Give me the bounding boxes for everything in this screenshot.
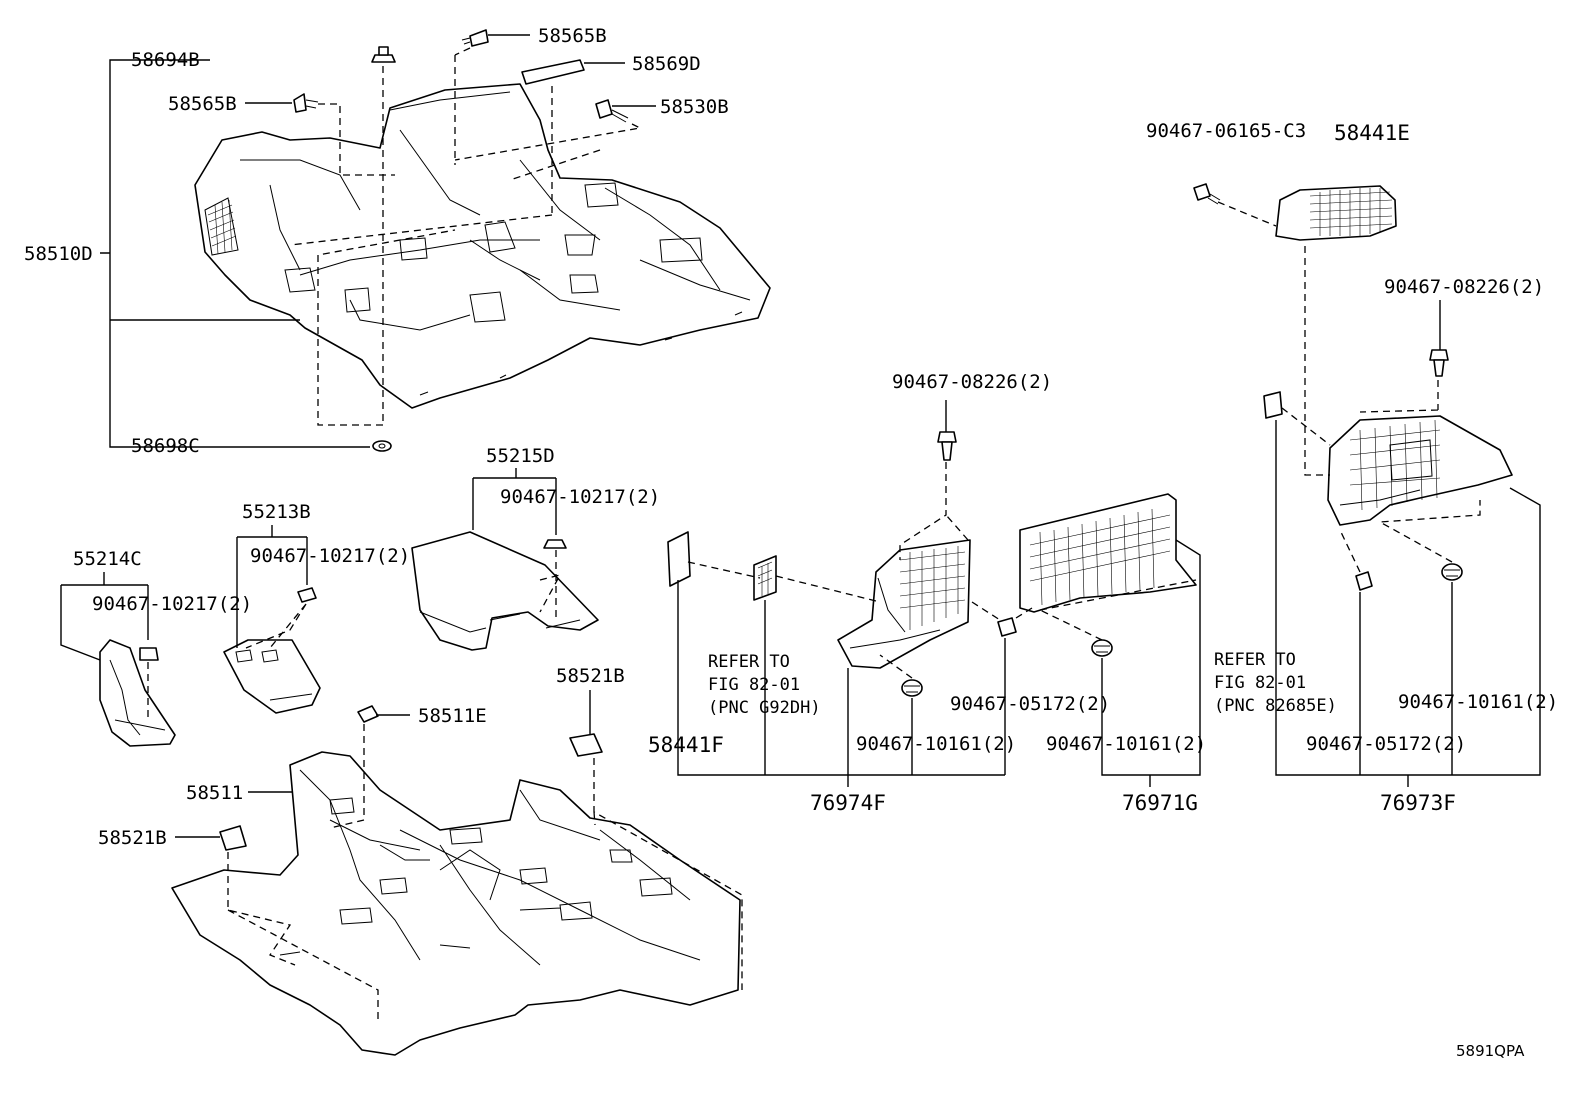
dashed-55215d xyxy=(539,550,562,620)
label-76971g: 76971G xyxy=(1122,791,1198,815)
dashed-55213b xyxy=(245,603,307,649)
label-55214c: 55214C xyxy=(73,548,142,570)
floor-carpet-58511[interactable] xyxy=(171,705,741,1056)
dashed-58511 xyxy=(227,724,743,1020)
trim-panel-76971g[interactable] xyxy=(1019,493,1197,613)
trim-panel-76974f[interactable] xyxy=(837,539,971,669)
screw-58530b[interactable] xyxy=(595,99,629,123)
dashed-leaders-top xyxy=(289,47,643,426)
label-90467-10217-b: 90467-10217(2) xyxy=(250,545,410,567)
clip-90467-05172-a[interactable] xyxy=(997,617,1017,637)
strip-58569d[interactable] xyxy=(521,59,585,85)
label-76973f: 76973F xyxy=(1380,791,1456,815)
label-58565b-left: 58565B xyxy=(168,93,237,115)
pad-refer-82685e[interactable] xyxy=(1263,391,1283,419)
bracket-55215d xyxy=(472,468,557,535)
screw-90467-06165-c3[interactable] xyxy=(1193,183,1221,205)
label-90467-06165-c3: 90467-06165-C3 xyxy=(1146,120,1306,142)
refer-note-g92dh: REFER TO FIG 82-01 (PNC G92DH) xyxy=(708,652,821,718)
label-58569d: 58569D xyxy=(632,53,701,75)
dashed-76971g xyxy=(1015,579,1197,641)
mat-55214c[interactable] xyxy=(99,639,176,747)
label-58441e: 58441E xyxy=(1334,121,1410,145)
clip-58698c[interactable] xyxy=(372,440,392,452)
dashed-76974f xyxy=(687,462,1001,679)
diagram-code: 5891QPA xyxy=(1456,1042,1525,1060)
label-90467-05172-b: 90467-05172(2) xyxy=(1306,733,1466,755)
clip-58694b[interactable] xyxy=(371,46,396,63)
label-90467-10161-c: 90467-10161(2) xyxy=(1398,691,1558,713)
label-90467-08226-right: 90467-08226(2) xyxy=(1384,276,1544,298)
label-55215d: 55215D xyxy=(486,445,555,467)
label-58521b-top: 58521B xyxy=(556,665,625,687)
clip-90467-08226-mid[interactable] xyxy=(937,431,957,461)
label-58530b: 58530B xyxy=(660,96,729,118)
speaker-box-58441e[interactable] xyxy=(1275,185,1397,241)
refer-note-82685e: REFER TO FIG 82-01 (PNC 82685E) xyxy=(1214,650,1337,716)
mat-55215d[interactable] xyxy=(411,531,599,651)
label-90467-10161-a: 90467-10161(2) xyxy=(856,733,1016,755)
screw-58565b-left[interactable] xyxy=(293,93,319,113)
svg-text:REFER TO: REFER TO xyxy=(1214,650,1296,670)
svg-text:REFER TO: REFER TO xyxy=(708,652,790,672)
label-90467-10161-b: 90467-10161(2) xyxy=(1046,733,1206,755)
dashed-76973f xyxy=(1217,201,1481,573)
bracket-76971g xyxy=(1101,539,1201,787)
clip-90467-08226-right[interactable] xyxy=(1429,349,1449,377)
clip-90467-05172-b[interactable] xyxy=(1355,571,1373,591)
mat-55213b[interactable] xyxy=(223,587,321,714)
label-55213b: 55213B xyxy=(242,501,311,523)
label-90467-10217-a: 90467-10217(2) xyxy=(500,486,660,508)
svg-text:FIG 82-01: FIG 82-01 xyxy=(1214,673,1306,693)
label-58698c: 58698C xyxy=(131,435,200,457)
label-90467-08226-mid: 90467-08226(2) xyxy=(892,371,1052,393)
svg-text:(PNC 82685E): (PNC 82685E) xyxy=(1214,696,1337,716)
bracket-76973f xyxy=(1275,300,1541,787)
pad-58441f[interactable] xyxy=(667,531,691,587)
label-90467-10217-c: 90467-10217(2) xyxy=(92,593,252,615)
trim-panel-76973f[interactable] xyxy=(1327,415,1513,526)
label-58510d: 58510D xyxy=(24,243,93,265)
bracket-76974f xyxy=(677,400,1006,787)
bracket-58510d xyxy=(100,59,370,448)
label-58565b-top: 58565B xyxy=(538,25,607,47)
label-58441f: 58441F xyxy=(648,733,724,757)
label-76974f: 76974F xyxy=(810,791,886,815)
floor-carpet-58510d[interactable] xyxy=(194,83,771,409)
label-90467-05172-a: 90467-05172(2) xyxy=(950,693,1110,715)
label-58511e: 58511E xyxy=(418,705,487,727)
clip-90467-10161-b[interactable] xyxy=(1091,639,1113,657)
svg-text:(PNC G92DH): (PNC G92DH) xyxy=(708,698,821,718)
pad-refer-g92dh[interactable] xyxy=(753,555,777,601)
label-58694b: 58694B xyxy=(131,49,200,71)
clip-90467-10161-c[interactable] xyxy=(1441,563,1463,581)
bracket-55213b xyxy=(236,525,308,648)
label-58521b-left: 58521B xyxy=(98,827,167,849)
bracket-55214c xyxy=(60,572,149,661)
label-58511: 58511 xyxy=(186,782,243,804)
screw-58565b-top[interactable] xyxy=(461,29,489,47)
svg-text:FIG 82-01: FIG 82-01 xyxy=(708,675,800,695)
clip-90467-10161-a[interactable] xyxy=(901,679,923,697)
